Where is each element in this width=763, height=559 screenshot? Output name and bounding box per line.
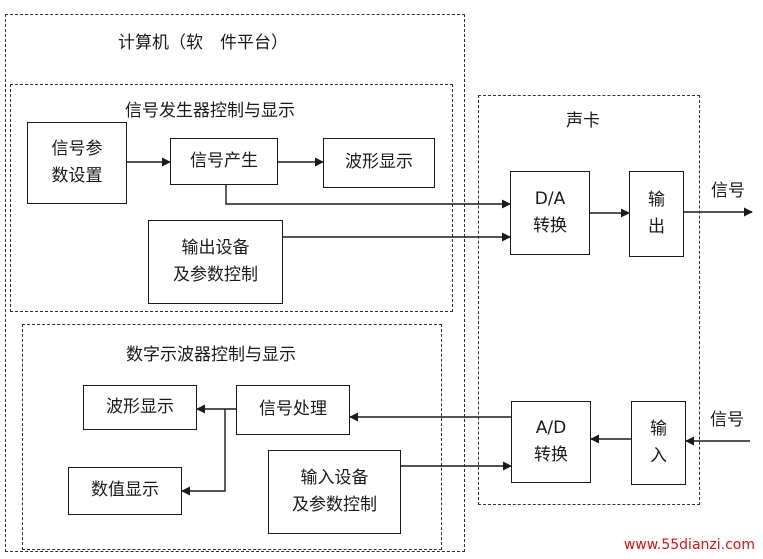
signal-generator-region (10, 84, 453, 312)
signal-generation-box: 信号产生 (170, 138, 278, 185)
waveform-display-top-label: 波形显示 (345, 152, 413, 173)
computer-region (5, 14, 465, 552)
da-conversion-box: D/A 转换 (510, 171, 590, 255)
input-box: 输 入 (631, 401, 686, 485)
computer-title: 计算机（软 件平台） (118, 33, 288, 53)
input-device-control-box: 输入设备 及参数控制 (268, 450, 401, 534)
output-label: 输 出 (648, 189, 665, 237)
wire-gen-to-da (225, 185, 511, 209)
sound-card-region (478, 95, 700, 505)
signal-processing-box: 信号处理 (236, 385, 350, 435)
signal-parameter-setting-box: 信号参 数设置 (27, 122, 127, 204)
waveform-display-top-box: 波形显示 (323, 138, 435, 188)
oscilloscope-title: 数字示波器控制与显示 (126, 345, 296, 365)
value-display-box: 数值显示 (68, 467, 182, 515)
waveform-display-bottom-label: 波形显示 (106, 396, 174, 417)
output-device-control-box: 输出设备 及参数控制 (148, 220, 283, 304)
value-display-label: 数值显示 (91, 480, 159, 501)
input-device-control-label: 输入设备 及参数控制 (292, 467, 377, 515)
oscilloscope-region (22, 324, 442, 550)
sound-card-title: 声卡 (566, 111, 600, 131)
generator-title: 信号发生器控制与显示 (125, 101, 295, 121)
signal-parameter-setting-label: 信号参 数设置 (51, 138, 103, 186)
signal-processing-label: 信号处理 (259, 399, 327, 420)
output-device-control-label: 输出设备 及参数控制 (173, 237, 258, 285)
wire-process-to-value (181, 409, 226, 496)
output-box: 输 出 (629, 171, 684, 257)
signal-out-label: 信号 (711, 181, 745, 201)
ad-conversion-label: A/D 转换 (534, 417, 568, 465)
input-label: 输 入 (650, 418, 667, 466)
ad-conversion-box: A/D 转换 (511, 401, 591, 483)
signal-in-label: 信号 (710, 410, 744, 430)
waveform-display-bottom-box: 波形显示 (83, 385, 197, 430)
da-conversion-label: D/A 转换 (533, 188, 567, 236)
signal-generation-label: 信号产生 (190, 150, 258, 171)
watermark-text: www.55dianzi.com (623, 537, 755, 553)
